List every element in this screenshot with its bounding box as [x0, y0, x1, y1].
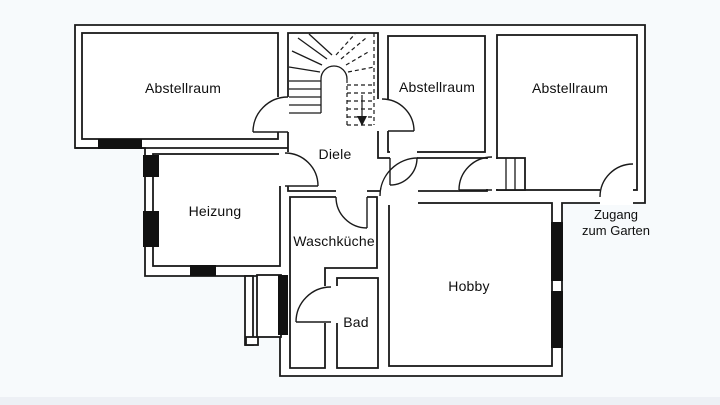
door-openings: [276, 97, 633, 323]
room-label-storage-right: Abstellraum: [531, 80, 609, 96]
room-storage-middle: [387, 35, 486, 153]
window-marker: [278, 275, 288, 335]
room-heating: [152, 153, 281, 267]
window-marker: [551, 291, 563, 348]
room-laundry: [289, 196, 378, 369]
room-label-bathroom: Bad: [343, 314, 369, 330]
door-swing-arcs: [252, 96, 634, 323]
garden-access-line2: zum Garten: [582, 223, 650, 238]
door-arc: [381, 98, 415, 132]
exterior-step-wall: [244, 275, 254, 346]
door-arc: [458, 156, 493, 191]
garden-access-note: Zugang zum Garten: [582, 207, 650, 239]
light-shaft: [256, 274, 282, 338]
door-arc: [252, 96, 289, 133]
window-marker: [551, 222, 563, 281]
door-arc: [389, 157, 418, 186]
spiral-staircase: [288, 33, 375, 126]
window-marker: [98, 139, 142, 149]
door-arc: [335, 196, 368, 229]
room-label-heating: Heizung: [188, 203, 242, 219]
room-hobby: [388, 202, 553, 367]
room-label-hallway: Diele: [318, 146, 352, 162]
door-arc: [284, 152, 319, 187]
room-label-laundry: Waschküche: [293, 233, 375, 249]
room-bathroom: [336, 277, 379, 369]
bottom-band: [0, 397, 720, 405]
room-label-storage-middle: Abstellraum: [398, 79, 476, 95]
door-arc: [599, 163, 634, 198]
room-storage-left: [81, 32, 279, 140]
windows: [98, 139, 563, 348]
window-marker: [143, 211, 159, 247]
garden-access-line1: Zugang: [593, 207, 639, 222]
window-marker: [190, 265, 216, 276]
door-arc: [295, 286, 332, 323]
door-arc: [379, 157, 419, 197]
garden-steps: [496, 157, 526, 191]
exterior-wall-connector: [245, 336, 259, 346]
stair-direction-arrow: [357, 95, 367, 126]
window-marker: [143, 155, 159, 177]
room-label-hobby: Hobby: [448, 278, 490, 294]
room-label-storage-left: Abstellraum: [144, 80, 222, 96]
